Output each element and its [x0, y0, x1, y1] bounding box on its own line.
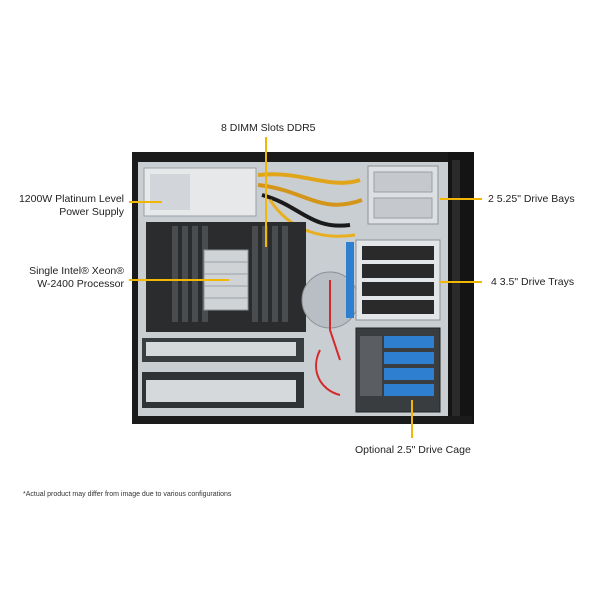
leader-cpu	[129, 279, 229, 281]
leader-bays525	[440, 198, 482, 200]
callout-dimm-slots: 8 DIMM Slots DDR5	[221, 122, 316, 134]
drive-cage-25	[355, 327, 441, 413]
callout-power-supply: 1200W Platinum Level Power Supply	[0, 193, 124, 219]
leader-trays35	[440, 281, 482, 283]
callout-drive-trays-35: 4 3.5" Drive Trays	[491, 276, 575, 288]
callout-drive-bays-525: 2 5.25" Drive Bays	[488, 193, 575, 205]
callout-power-supply-line2: Power Supply	[59, 206, 124, 218]
callout-drive-cage-25: Optional 2.5" Drive Cage	[355, 444, 471, 456]
callout-processor-line2: W-2400 Processor	[37, 278, 124, 290]
drive-trays-35	[346, 239, 441, 321]
front-bezel	[448, 152, 474, 424]
callout-power-supply-line1: 1200W Platinum Level	[18, 193, 124, 205]
callout-processor: Single Intel® Xeon® W-2400 Processor	[0, 265, 124, 291]
leader-psu	[129, 201, 162, 203]
callout-processor-line1: Single Intel® Xeon®	[29, 265, 124, 277]
leader-cage25-vertical	[411, 400, 413, 438]
disclaimer-footnote: *Actual product may differ from image du…	[23, 491, 232, 498]
leader-dimm-vertical	[265, 137, 267, 247]
